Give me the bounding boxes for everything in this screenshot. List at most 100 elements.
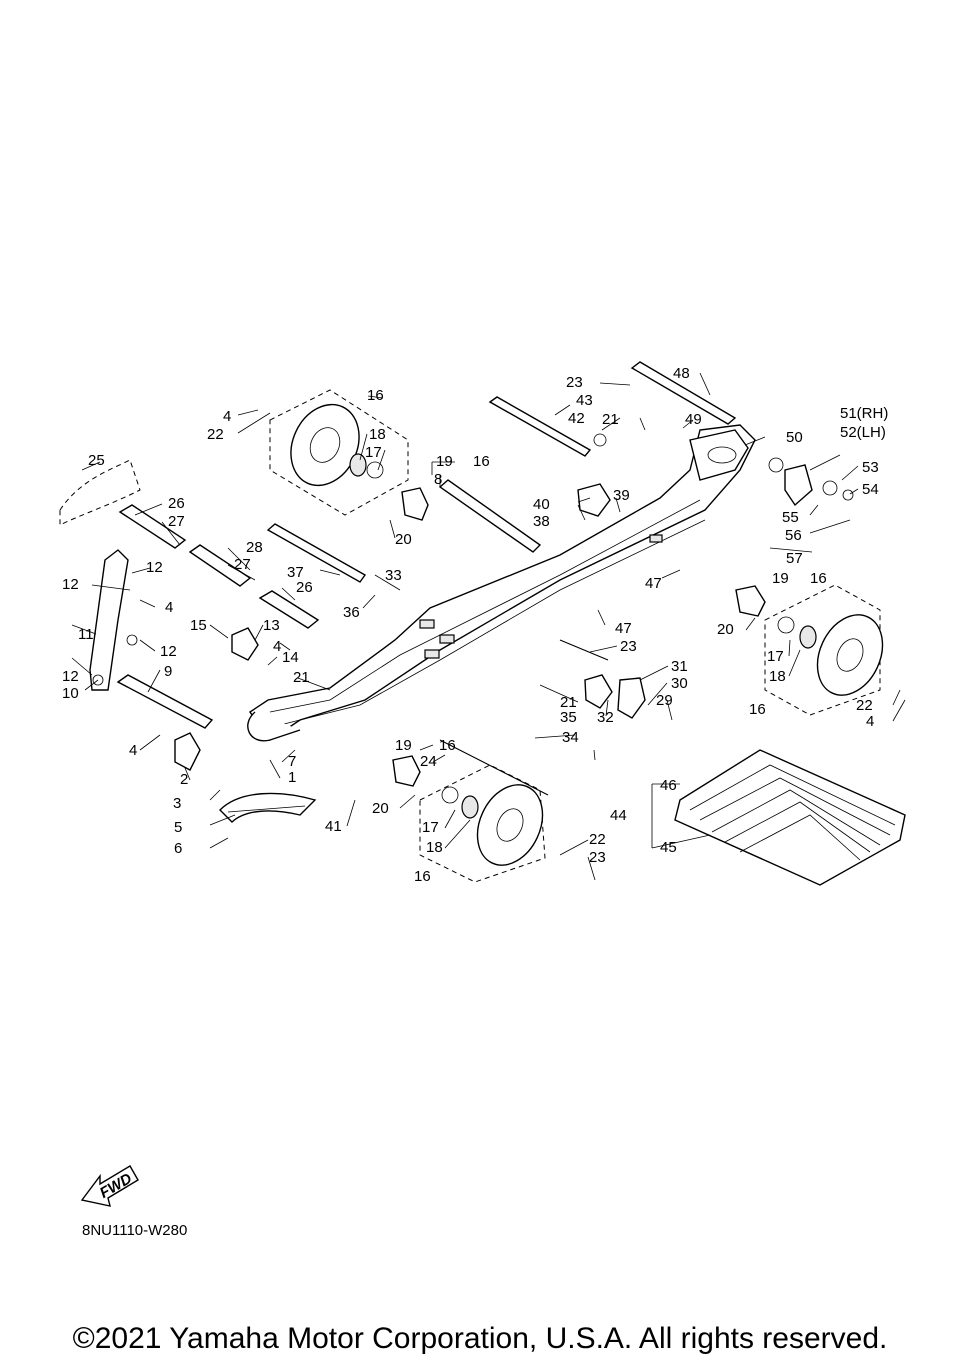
callout-4c: 4 [273,638,281,655]
callout-3: 3 [173,795,181,812]
callout-49: 49 [685,411,702,428]
callout-16f: 16 [414,868,431,885]
rocker-arm [89,549,129,691]
callout-20c: 20 [372,800,389,817]
callout-8: 8 [434,471,442,488]
callout-29: 29 [656,692,673,709]
callout-31: 31 [671,658,688,675]
slide-rail-frame [247,424,756,742]
callout-21b: 21 [293,669,310,686]
callout-4d: 4 [866,713,874,730]
callout-47: 47 [615,620,632,637]
callout-4e: 4 [129,742,137,759]
callout-15: 15 [190,617,207,634]
callout-19b: 19 [772,570,789,587]
callout-30: 30 [671,675,688,692]
callout-5: 5 [174,819,182,836]
callout-9: 9 [164,663,172,680]
callout-16d: 16 [749,701,766,718]
callout-17c: 17 [422,819,439,836]
callout-16: 16 [367,387,384,404]
callout-22b: 22 [856,697,873,714]
callout-6: 6 [174,840,182,857]
callout-35: 35 [560,709,577,726]
callout-11: 11 [78,626,94,643]
callout-12: 12 [62,576,79,593]
callout-42: 42 [568,410,585,427]
callout-23c: 23 [589,849,606,866]
callout-23: 23 [566,374,583,391]
fwd-arrow: FWD [80,1165,139,1207]
callout-7: 7 [288,753,296,770]
idler-wheel-bottom [419,764,546,883]
callout-10: 10 [62,685,79,702]
callout-14: 14 [282,649,299,666]
callout-52: 52(LH) [840,424,886,441]
callout-47b: 47 [645,575,662,592]
callout-36: 36 [343,604,360,621]
callout-12b: 12 [146,559,163,576]
callout-46: 46 [660,777,677,794]
callout-25: 25 [88,452,105,469]
callout-32: 32 [597,709,614,726]
callout-56: 56 [785,527,802,544]
callout-27b: 27 [234,556,251,573]
callout-44: 44 [610,807,627,824]
callout-19: 19 [436,453,453,470]
callout-51: 51(RH) [840,405,888,422]
callout-28: 28 [246,539,263,556]
callout-18c: 18 [426,839,443,856]
callout-16c: 16 [810,570,827,587]
callout-48: 48 [673,365,690,382]
callout-19c: 19 [395,737,412,754]
callout-21c: 21 [560,694,577,711]
callout-12d: 12 [62,668,79,685]
callout-20b: 20 [717,621,734,638]
callout-57: 57 [786,550,803,567]
callout-17: 17 [365,444,382,461]
track-section [674,749,906,886]
callout-26b: 26 [296,579,313,596]
callout-37: 37 [287,564,304,581]
callout-40: 40 [533,496,550,513]
callout-4b: 4 [165,599,173,616]
callout-41: 41 [325,818,342,835]
leader-lines [71,372,906,881]
callout-1: 1 [288,769,296,786]
callout-55: 55 [782,509,799,526]
callout-labels: 1 2 3 4 4 4 4 4 5 6 7 8 9 10 11 12 12 12… [62,365,888,885]
idler-wheel-top [269,389,409,516]
callout-54: 54 [862,481,879,498]
callout-2: 2 [180,771,188,788]
callout-26: 26 [168,495,185,512]
callout-16b: 16 [473,453,490,470]
callout-23b: 23 [620,638,637,655]
diagram-code: 8NU1110-W280 [82,1222,188,1239]
shafts [116,361,737,796]
callout-18b: 18 [769,668,786,685]
callout-53: 53 [862,459,879,476]
callout-34: 34 [562,729,579,746]
callout-17b: 17 [767,648,784,665]
callout-27: 27 [168,513,185,530]
callout-39: 39 [613,487,630,504]
callout-16e: 16 [439,737,456,754]
callout-12c: 12 [160,643,177,660]
callout-22c: 22 [589,831,606,848]
callout-33: 33 [385,567,402,584]
callout-43: 43 [576,392,593,409]
callout-38: 38 [533,513,550,530]
callout-21: 21 [602,411,619,428]
callout-22: 22 [207,426,224,443]
idler-wheel-right [764,584,884,716]
callout-20: 20 [395,531,412,548]
callout-24: 24 [420,753,437,770]
callout-50: 50 [786,429,803,446]
callout-4: 4 [223,408,231,425]
slider-strip [219,792,317,823]
copyright-notice: ©2021 Yamaha Motor Corporation, U.S.A. A… [72,1322,888,1355]
callout-13: 13 [263,617,280,634]
callout-18: 18 [369,426,386,443]
callout-45: 45 [660,839,677,856]
